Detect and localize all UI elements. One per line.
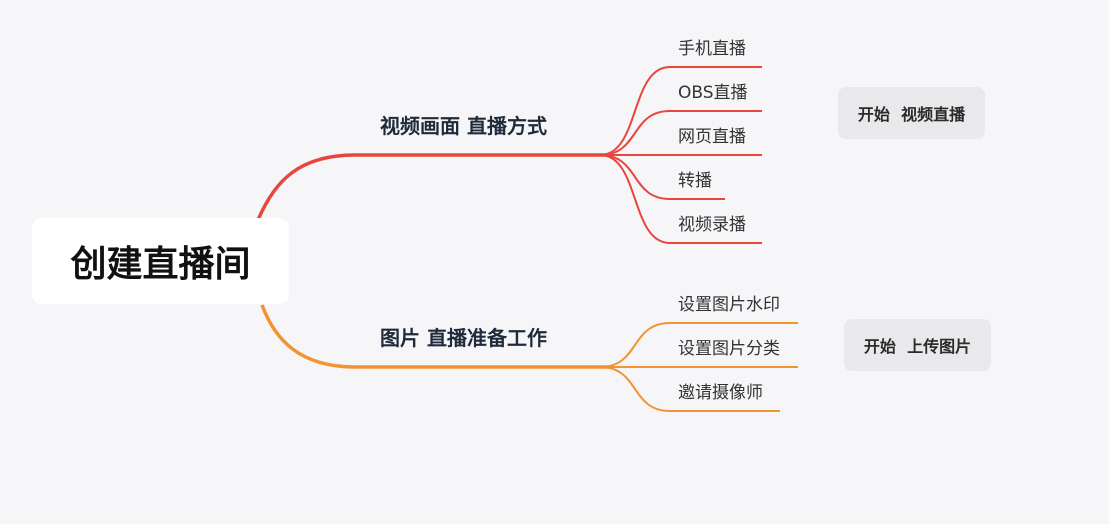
- connector-leaf-1-5: [599, 154, 762, 244]
- connector-leaf-2-3: [599, 366, 780, 412]
- connector-root-branch-2: [260, 304, 610, 369]
- note-start-video-live[interactable]: 开始 视频直播: [838, 87, 985, 139]
- leaf-node[interactable]: 转播: [678, 171, 712, 191]
- note-start-upload-images[interactable]: 开始 上传图片: [844, 319, 991, 371]
- note-label: 开始 上传图片: [863, 337, 972, 356]
- connector-leaf-1-1: [599, 66, 762, 156]
- connector-leaf-1-4: [599, 154, 725, 200]
- connector-leaf-2-1: [599, 322, 798, 368]
- branch-label: 视频画面 直播方式: [380, 114, 547, 138]
- branch-label: 图片 直播准备工作: [380, 326, 547, 350]
- root-node-label: 创建直播间: [70, 244, 251, 285]
- root-node[interactable]: 创建直播间: [32, 218, 289, 304]
- leaf-node[interactable]: 设置图片水印: [678, 295, 780, 315]
- leaf-node[interactable]: 设置图片分类: [678, 339, 780, 359]
- leaf-node[interactable]: 邀请摄像师: [678, 383, 763, 403]
- connector-root-branch-1: [256, 153, 610, 221]
- branch-node-image[interactable]: 图片 直播准备工作: [380, 326, 547, 350]
- note-label: 开始 视频直播: [857, 105, 966, 124]
- connector-leaf-1-2: [599, 110, 762, 156]
- leaf-node[interactable]: 手机直播: [678, 39, 746, 59]
- leaf-node[interactable]: OBS直播: [678, 83, 748, 103]
- leaf-node[interactable]: 网页直播: [678, 127, 746, 147]
- leaf-node[interactable]: 视频录播: [678, 215, 746, 235]
- branch-node-video[interactable]: 视频画面 直播方式: [380, 114, 547, 138]
